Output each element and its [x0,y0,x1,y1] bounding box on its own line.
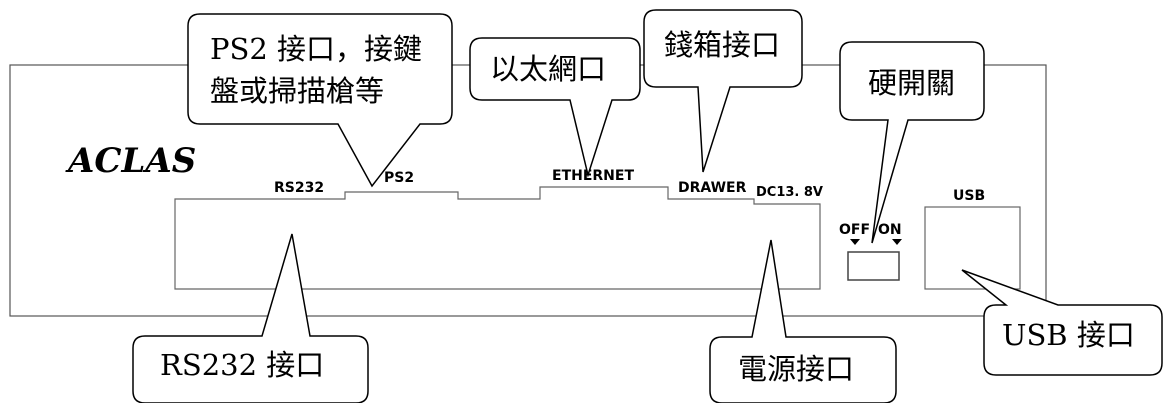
callout-text-ps2-line2: 盤或掃描槍等 [210,74,385,108]
label-ps2: PS2 [384,170,414,186]
callout-text-switch: 硬開關 [868,66,956,100]
callout-text-drawer: 錢箱接口 [664,28,781,62]
callout-bubble-drawer [643,9,803,173]
callout-bubble-switch [839,41,985,244]
callout-text-power: 電源接口 [738,352,855,386]
label-drawer: DRAWER [678,180,747,196]
usb-port [924,206,1021,290]
callout-text-rs232: RS232 接口 [160,348,325,382]
label-on: ON [878,222,902,238]
label-dc: DC13. 8V [756,185,823,200]
connector-strip [174,186,821,290]
label-ethernet: ETHERNET [552,168,634,184]
label-usb: USB [953,188,985,204]
callout-bubble-ps2 [187,13,453,188]
label-rs232: RS232 [274,180,324,196]
callout-text-ethernet: 以太網口 [490,52,607,86]
callout-text-ps2-line1: PS2 接口，接鍵 [210,32,423,66]
on-arrow-icon [892,239,902,245]
label-off: OFF [839,222,870,238]
callout-text-usb: USB 接口 [1002,318,1135,352]
logo: ACLAS [65,141,196,181]
callout-bubble-usb [961,269,1163,376]
power-switch [847,251,900,281]
off-arrow-icon [850,239,860,245]
callout-bubble-ethernet [469,37,641,178]
